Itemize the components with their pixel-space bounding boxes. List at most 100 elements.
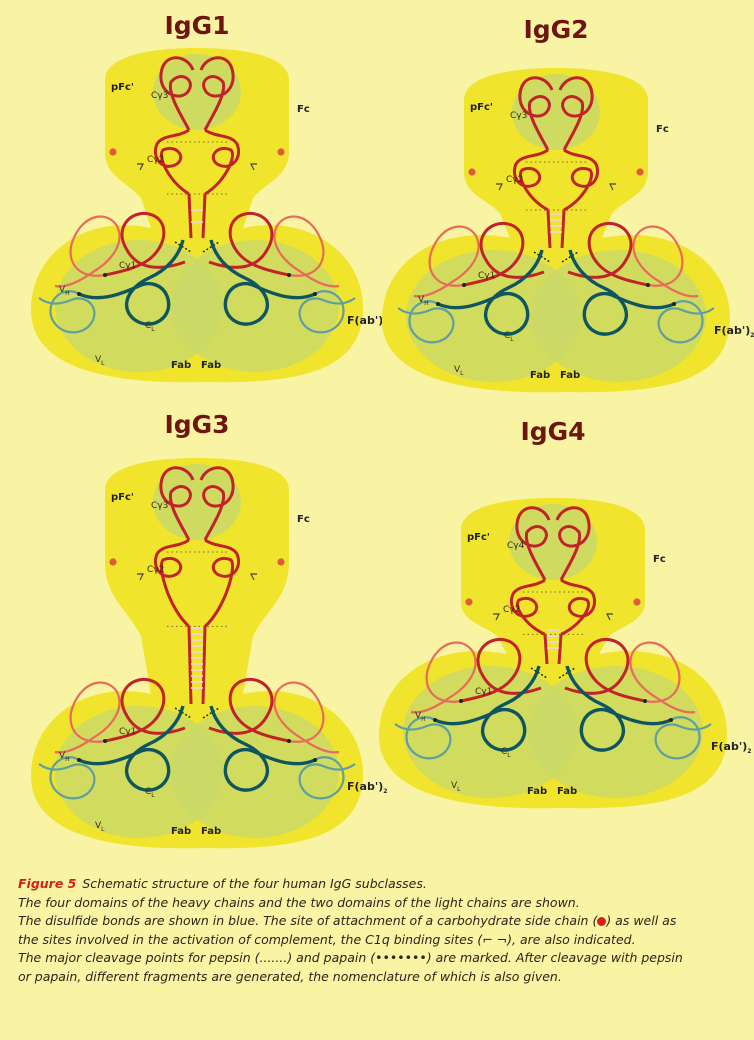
fab-label-left: Fab xyxy=(171,360,191,371)
fc-label: Fc xyxy=(297,514,310,525)
ch1-domain-label: Cγ1 xyxy=(119,261,136,271)
papain-cleavage-line xyxy=(174,241,220,253)
fab-label-right: Fab xyxy=(201,826,221,837)
heavy-chain-ch2-right xyxy=(204,128,240,196)
carbohydrate-dot xyxy=(109,148,117,156)
heavy-chain-ch3-left xyxy=(515,506,551,581)
papain-cleavage-line xyxy=(174,707,220,719)
pfc-domain xyxy=(153,54,241,130)
ch3-domain-label: Cγ3 xyxy=(510,111,527,121)
heavy-chain-ch3-right xyxy=(558,76,594,151)
hinge-strand xyxy=(560,209,566,249)
ch1-domain-label: Cγ1 xyxy=(475,687,492,697)
hinge-strand xyxy=(187,193,193,239)
vh-domain-label: VH xyxy=(59,285,70,297)
figure-label: Figure 5 xyxy=(18,876,77,891)
subclass-title: IgG2 xyxy=(523,15,588,44)
heavy-chain-ch3-left xyxy=(159,466,195,541)
subclass-title: IgG1 xyxy=(164,11,229,40)
caption-line-3: the sites involved in the activation of … xyxy=(18,931,738,950)
ch3-domain-label: Cγ4 xyxy=(507,541,525,551)
ch1-domain-label: Cγ1 xyxy=(478,271,495,281)
fab-left-domain xyxy=(55,240,223,372)
c1q-site-mark xyxy=(250,163,257,171)
fab-left-domain xyxy=(55,706,223,838)
igg-subclasses-diagram: IgG1pFc'FcCγ3Cγ2Cγ1VHCLVLFabFabF(ab')2Ig… xyxy=(31,11,754,849)
carbohydrate-dot xyxy=(465,598,473,606)
carbohydrate-dot xyxy=(277,558,285,566)
pfc-domain xyxy=(153,464,241,540)
heavy-chain-ch2-right xyxy=(560,578,596,636)
hinge-strand xyxy=(201,626,207,705)
caption-line-3a: the sites involved in the activation of … xyxy=(18,931,483,947)
ch1-domain-label: Cγ1 xyxy=(119,727,136,737)
ch2-domain-label: Cγ2 xyxy=(147,155,164,165)
heavy-chain-ch2-left xyxy=(510,578,546,636)
pfc-domain xyxy=(509,504,597,580)
hinge-strand xyxy=(546,209,552,249)
fab2-label: F(ab')2 xyxy=(714,324,754,339)
c1q-site-mark xyxy=(137,573,144,581)
pfc-label: pFc' xyxy=(111,82,134,93)
fab2-label: F(ab')2 xyxy=(347,780,387,795)
papain-cleavage-line xyxy=(533,251,579,263)
caption-line-4b: ) and papain ( xyxy=(287,950,376,965)
fab2-label: F(ab')2 xyxy=(347,314,387,329)
caption-line-1: The four domains of the heavy chains and… xyxy=(18,894,580,910)
cl-domain-label: CL xyxy=(145,787,155,799)
vh-domain-label: VH xyxy=(418,295,429,307)
vl-domain-label: VL xyxy=(454,365,464,377)
caption-line-3b: ), are also indicated. xyxy=(507,931,636,947)
ch2-domain-label: Cγ2 xyxy=(506,175,523,185)
fab-label-right: Fab xyxy=(557,786,577,797)
papain-symbol: ••••••• xyxy=(375,950,427,965)
vh-domain-label: VH xyxy=(415,711,426,723)
cl-domain-label: CL xyxy=(504,331,514,343)
c1q-site-mark xyxy=(250,573,257,581)
c1q-site-mark xyxy=(493,613,500,621)
fc-label: Fc xyxy=(297,104,310,115)
carbohydrate-dot xyxy=(636,168,644,176)
pfc-label: pFc' xyxy=(470,102,493,113)
c1q-symbol: ⌐ ¬ xyxy=(482,931,508,947)
papain-cleavage-line xyxy=(530,667,576,679)
heavy-chain-ch3-left xyxy=(159,56,195,131)
heavy-chain-ch2-right xyxy=(203,538,240,628)
c1q-site-mark xyxy=(137,163,144,171)
heavy-chain-ch3-right xyxy=(199,466,235,541)
ch3-domain-label: Cγ3 xyxy=(151,91,168,101)
fc-label: Fc xyxy=(653,554,666,565)
cl-domain-label: CL xyxy=(145,321,155,333)
cl-domain-label: CL xyxy=(501,747,511,759)
carbohydrate-dot xyxy=(109,558,117,566)
heavy-chain-ch2-left xyxy=(154,128,190,196)
fab-label-right: Fab xyxy=(201,360,221,371)
c1q-site-mark xyxy=(609,183,616,191)
heavy-chain-ch2-left xyxy=(154,538,191,628)
fab2-label: F(ab')2 xyxy=(711,740,751,755)
fab-label-left: Fab xyxy=(530,370,550,381)
heavy-chain-ch2-left xyxy=(513,148,549,212)
fab-right-domain xyxy=(171,240,339,372)
c1q-site-mark xyxy=(606,613,613,621)
subclass-title: IgG3 xyxy=(164,410,229,439)
caption-line-2a: The disulfide bonds are shown in blue. T… xyxy=(18,913,598,928)
c1q-site-mark xyxy=(496,183,503,191)
ch3-domain-label: Cγ3 xyxy=(151,501,168,511)
caption-line-2b: ) as well as xyxy=(606,913,677,928)
carbohydrate-dot xyxy=(277,148,285,156)
subclass-title: IgG4 xyxy=(520,417,585,446)
caption-line-4a: The major cleavage points for pepsin ( xyxy=(18,950,260,965)
vl-domain-label: VL xyxy=(451,781,461,793)
fab-label-left: Fab xyxy=(527,786,547,797)
carbohydrate-dot xyxy=(468,168,476,176)
fab-right-domain xyxy=(171,706,339,838)
pfc-label: pFc' xyxy=(111,492,134,503)
heavy-chain-ch3-right xyxy=(199,56,235,131)
